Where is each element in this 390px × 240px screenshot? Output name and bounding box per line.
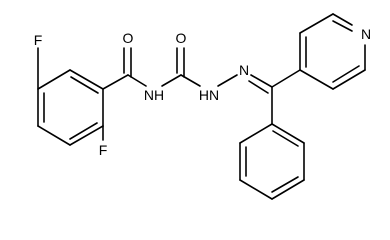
atom-hydrazine-hn: HN (199, 87, 219, 103)
pyridine-ring (299, 13, 366, 90)
phenyl-ring (239, 123, 305, 200)
atom-fluorine-top: F (34, 32, 43, 48)
difluorophenyl-ring (37, 69, 104, 146)
atom-hydrazone-n: N (239, 62, 249, 78)
chemical-structure: F F O O NH HN N N (34, 13, 371, 200)
bonds (37, 13, 366, 200)
bond-hydrazone-double (250, 74, 273, 88)
atom-pyridine-n: N (361, 26, 371, 42)
atom-labels: F F O O NH HN N N (34, 26, 371, 158)
atom-oxygen-right: O (176, 30, 187, 46)
atom-fluorine-bottom: F (99, 142, 108, 158)
atom-amide-nh: NH (144, 87, 164, 103)
atom-oxygen-left: O (123, 30, 134, 46)
